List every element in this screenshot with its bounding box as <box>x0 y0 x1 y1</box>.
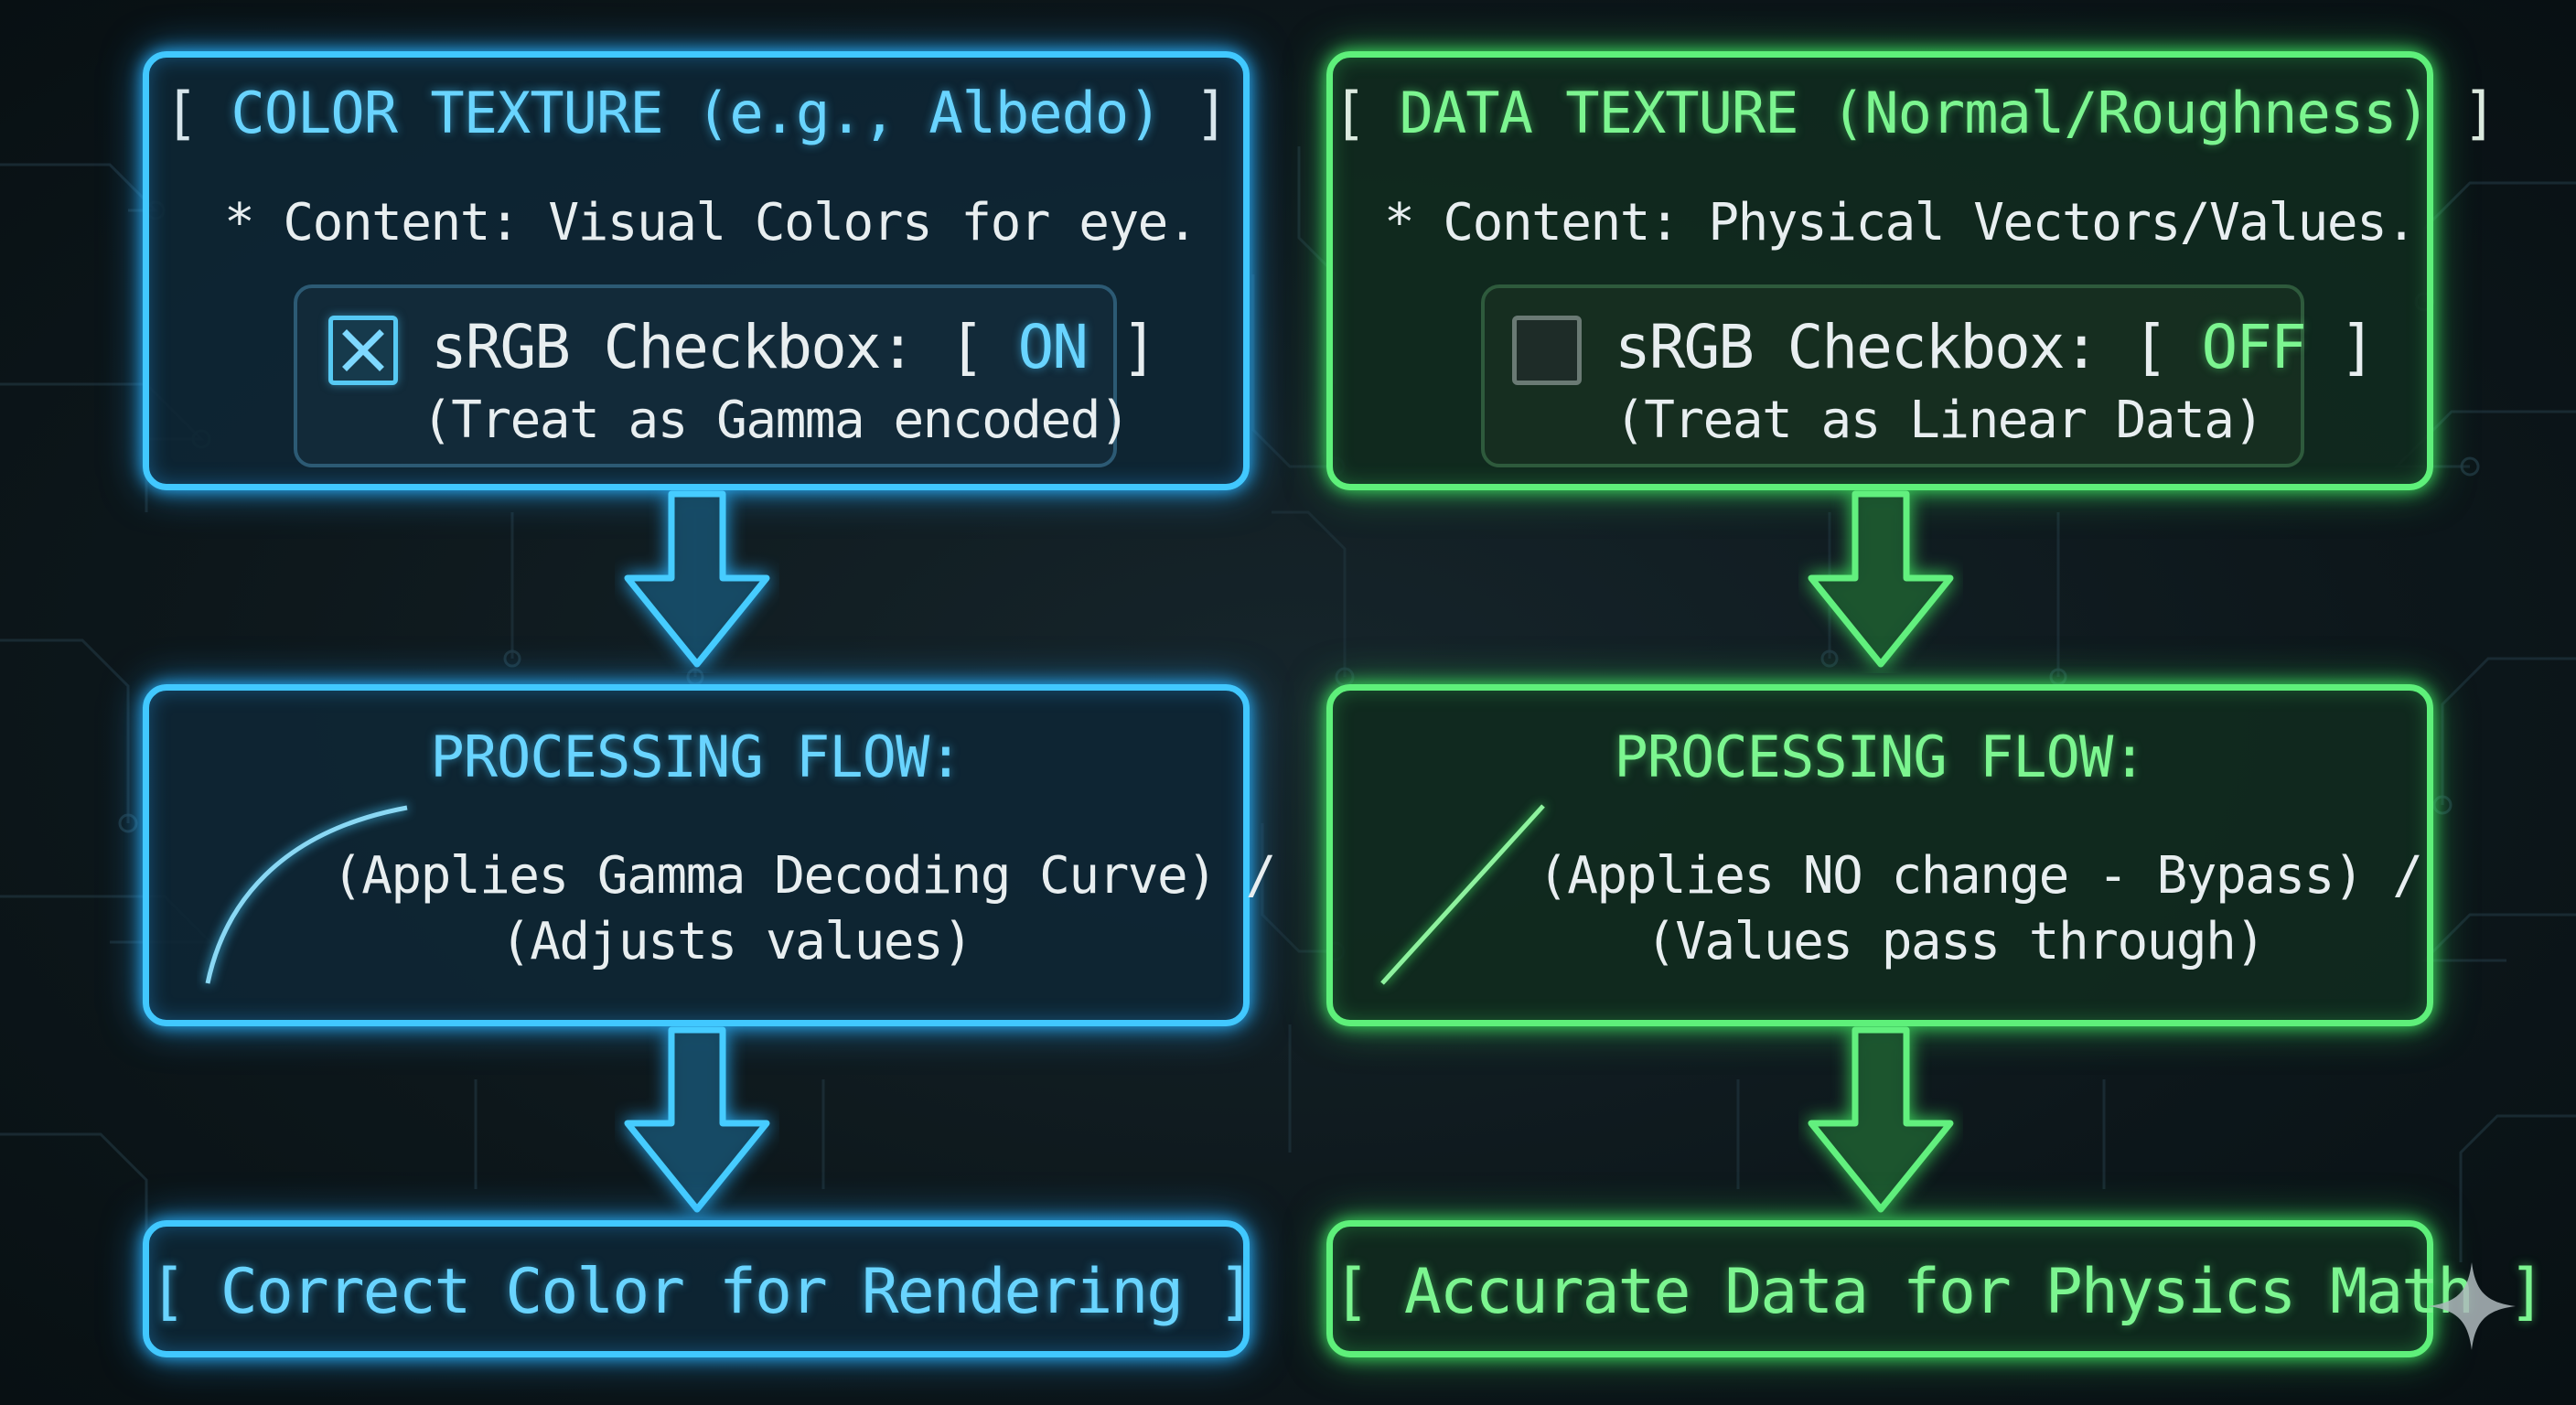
data-result-text: [ Accurate Data for Physics Math ] <box>1333 1256 2546 1328</box>
processing-flow-line1-color: (Applies Gamma Decoding Curve) / <box>332 846 1276 906</box>
srgb-note-color: (Treat as Gamma encoded) <box>422 391 1131 450</box>
bypass-processing-box: PROCESSING FLOW: (Applies NO change - By… <box>1326 684 2433 1026</box>
color-result-box: [ Correct Color for Rendering ] <box>143 1220 1255 1357</box>
srgb-panel-data: sRGB Checkbox: [ OFF ] (Treat as Linear … <box>1481 284 2376 467</box>
checkbox-empty-icon <box>1517 320 1577 381</box>
data-texture-box: [ DATA TEXTURE (Normal/Roughness) ] * Co… <box>1326 51 2496 490</box>
srgb-state-off: OFF <box>2201 312 2307 382</box>
color-result-text: [ Correct Color for Rendering ] <box>149 1256 1255 1328</box>
srgb-panel-color: sRGB Checkbox: [ ON ] (Treat as Gamma en… <box>294 284 1157 467</box>
data-texture-title: [ DATA TEXTURE (Normal/Roughness) ] <box>1333 80 2496 146</box>
srgb-checkbox-label: sRGB Checkbox: [ ON ] <box>431 312 1157 382</box>
color-content-text: * Content: Visual Colors for eye. <box>224 193 1198 252</box>
processing-flow-line1-data: (Applies NO change - Bypass) / <box>1538 846 2423 906</box>
processing-flow-line2-data: (Values pass through) <box>1646 912 2266 971</box>
color-texture-box: [ COLOR TEXTURE (e.g., Albedo) ] * Conte… <box>143 51 1250 490</box>
processing-flow-title-data: PROCESSING FLOW: <box>1614 724 2146 790</box>
srgb-checkbox-on[interactable] <box>328 316 398 385</box>
checkbox-checked-icon <box>342 329 384 371</box>
processing-flow-title-color: PROCESSING FLOW: <box>430 724 962 790</box>
processing-flow-line2-color: (Adjusts values) <box>500 912 973 971</box>
srgb-state-on: ON <box>1017 312 1089 382</box>
down-arrow-icon <box>624 490 770 668</box>
data-result-box: [ Accurate Data for Physics Math ] <box>1326 1220 2546 1357</box>
srgb-note-data: (Treat as Linear Data) <box>1615 391 2264 450</box>
sparkle-icon <box>2428 1262 2516 1350</box>
down-arrow-icon <box>1808 1026 1954 1213</box>
srgb-checkbox-label: sRGB Checkbox: [ OFF ] <box>1615 312 2376 382</box>
data-content-text: * Content: Physical Vectors/Values. <box>1384 193 2417 252</box>
color-texture-title: [ COLOR TEXTURE (e.g., Albedo) ] <box>164 80 1229 146</box>
gamma-curve-icon <box>205 805 408 984</box>
down-arrow-icon <box>624 1026 770 1213</box>
linear-line-icon <box>1380 804 1545 985</box>
gamma-processing-box: PROCESSING FLOW: (Applies Gamma Decoding… <box>143 684 1276 1026</box>
srgb-checkbox-off[interactable] <box>1512 316 1582 385</box>
down-arrow-icon <box>1808 490 1954 668</box>
